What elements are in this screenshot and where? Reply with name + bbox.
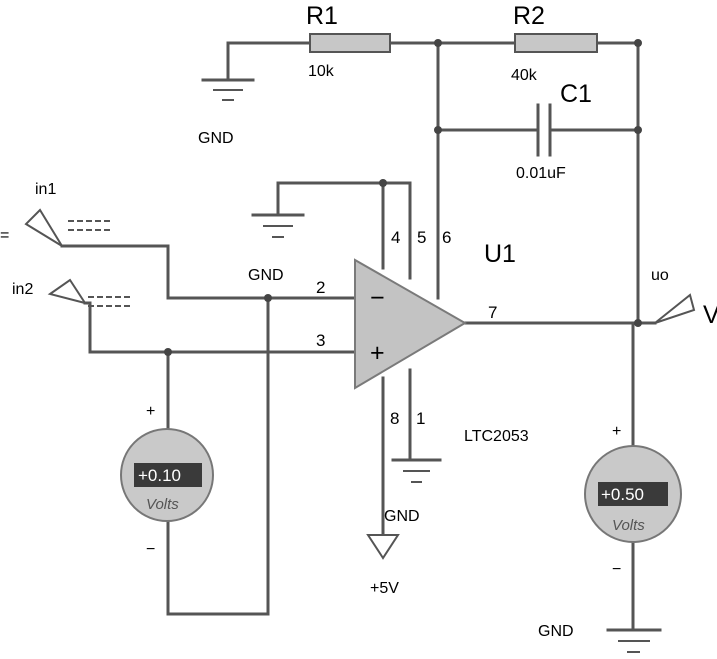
wire-meter-left-bottom [166,296,270,616]
resistor-r2[interactable] [514,33,598,53]
junction-dot [379,179,387,187]
junction-dot [634,319,642,327]
resistor-r1[interactable] [309,33,391,53]
vcc-label: +5V [370,580,399,597]
ground-symbol-top [251,213,305,238]
c1-value: 0.01uF [516,165,566,182]
wire-r1-ground [226,41,312,82]
gnd-label-pin1: GND [384,508,420,525]
edge-glyph-left: = [0,227,9,244]
junction-dot [264,294,272,302]
voltmeter-right-display [598,482,668,506]
wire-in1 [60,244,357,300]
pin-label-4: 4 [391,228,400,247]
input-probe-in2[interactable] [47,278,132,307]
opamp-u1[interactable] [354,258,467,390]
opamp-plus-sign: + [370,339,385,367]
pin-label-2: 2 [316,278,325,297]
pin-label-5: 5 [417,228,426,247]
u1-ref: U1 [484,240,516,268]
in1-label: in1 [35,181,56,198]
pin-label-8: 8 [390,409,399,428]
wire-r2-right [595,41,640,327]
pin-label-7: 7 [488,303,497,322]
wire-in2 [83,301,357,354]
voltmeter-right-reading: +0.50 [601,485,644,504]
input-probe-in1[interactable] [24,208,112,247]
u1-part-number: LTC2053 [464,428,529,445]
uo-label: uo [651,267,669,284]
ground-symbol-output [606,628,662,653]
wiring [60,41,657,630]
r1-value: 10k [308,63,335,80]
pin-label-1: 1 [416,409,425,428]
in2-flag-icon [47,278,88,305]
c1-ref: C1 [560,80,592,108]
voltmeter-left[interactable]: +0.10 Volts [120,428,214,522]
gnd-label-top: GND [248,267,284,284]
voltmeter-left-plus: + [146,403,155,420]
gnd-label-output: GND [538,623,574,640]
voltmeter-left-minus: − [146,541,155,558]
junctions [164,39,642,356]
voltmeter-left-reading: +0.10 [138,466,181,485]
voltmeter-right-units: Volts [612,517,645,534]
opamp-minus-sign: − [370,284,385,312]
gnd-label-r1: GND [198,130,234,147]
r2-ref: R2 [513,2,545,30]
voltmeter-left-units: Volts [146,496,179,513]
capacitor-c1[interactable] [536,103,552,157]
edge-glyph-right: V [703,301,717,329]
junction-dot [434,39,442,47]
junction-dot [164,348,172,356]
voltmeter-right-minus: − [612,561,621,578]
pin-label-6: 6 [442,228,451,247]
voltmeter-right-plus: + [612,423,621,440]
junction-dot [634,126,642,134]
vcc-arrow-icon [366,534,400,560]
ground-symbol-r1 [201,78,255,101]
r1-ref: R1 [306,2,338,30]
junction-dot [434,126,442,134]
ground-symbol-pin1 [391,458,442,483]
junction-dot [634,39,642,47]
in2-label: in2 [12,281,33,298]
voltmeter-left-display [134,463,202,487]
voltmeter-right[interactable]: +0.50 Volts [584,445,682,543]
r2-value: 40k [511,67,538,84]
output-probe-uo[interactable] [654,293,696,324]
pin-label-3: 3 [316,331,325,350]
in1-flag-icon [24,208,63,247]
uo-flag-icon [654,293,696,324]
